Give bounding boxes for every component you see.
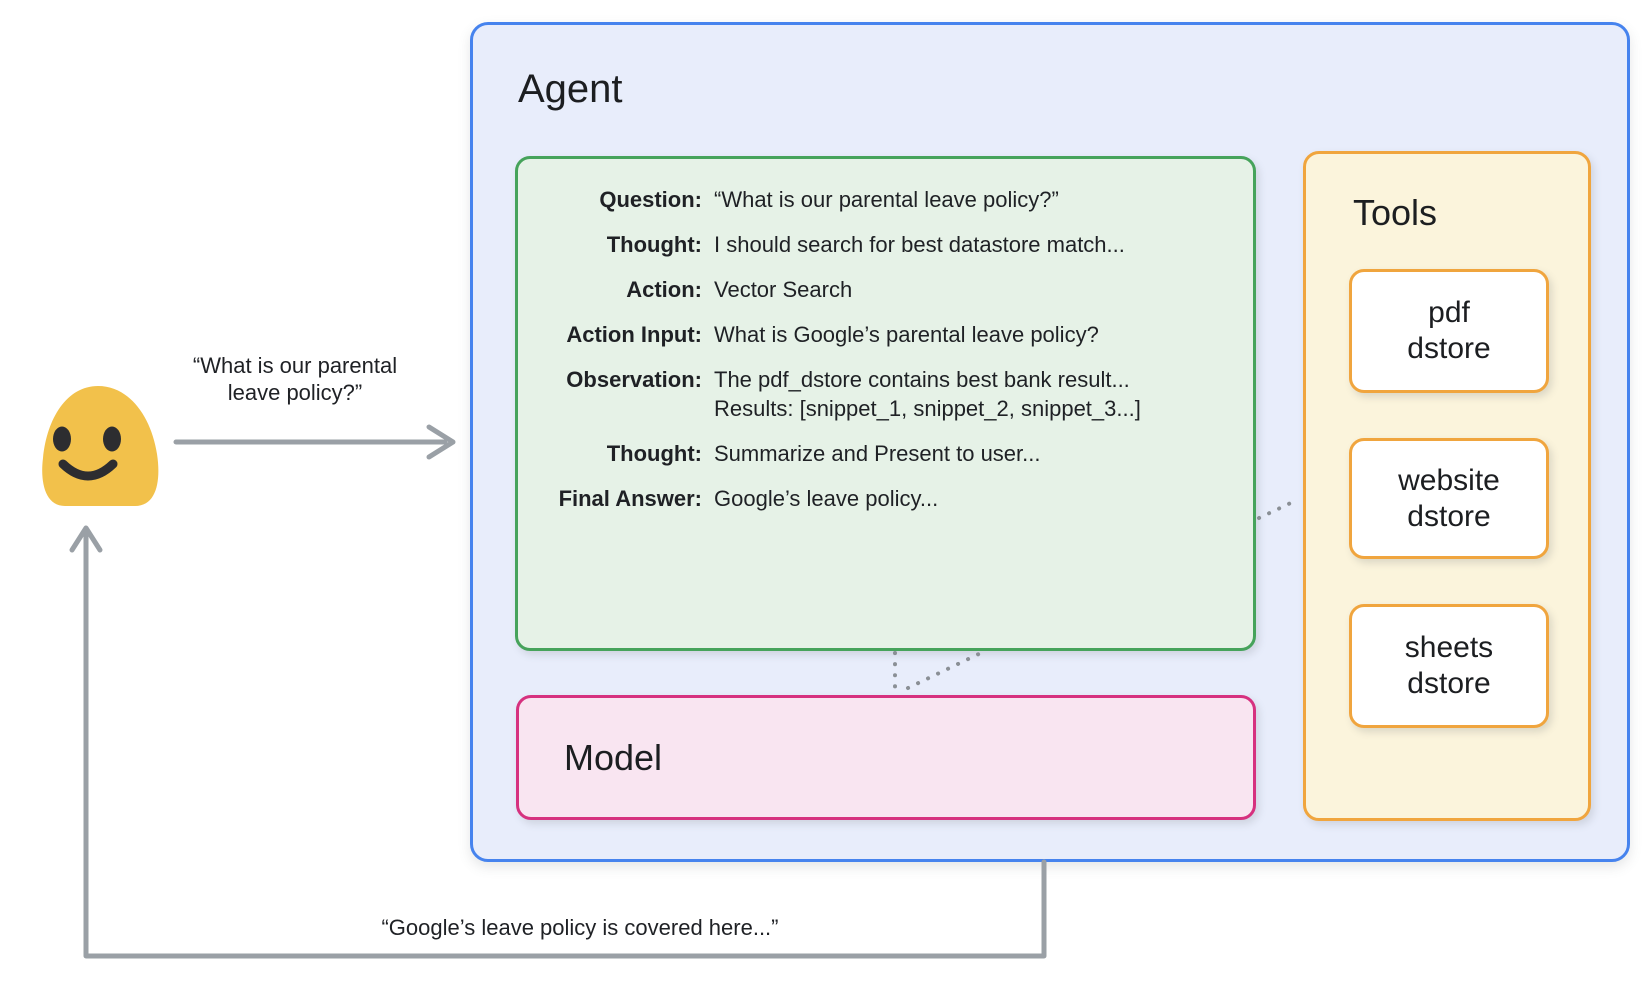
scratchpad-row-label: Action Input:	[566, 322, 702, 347]
scratchpad-row-label: Thought:	[606, 441, 702, 466]
scratchpad-row-label: Observation:	[566, 367, 702, 392]
scratchpad-grid: Question: “What is our parental leave po…	[518, 159, 1253, 513]
response-arrowhead-icon	[69, 525, 103, 553]
scratchpad-row-label: Thought:	[606, 232, 702, 257]
user-request-label: “What is our parental leave policy?”	[192, 353, 398, 405]
user-blob-emoji	[42, 386, 159, 506]
scratchpad-row-label: Action:	[626, 277, 702, 302]
agent-response-label: “Google’s leave policy is covered here..…	[381, 915, 779, 940]
tool-label-line: sheets	[1404, 631, 1494, 664]
scratchpad-row-value: “What is our parental leave policy?”	[714, 187, 1059, 212]
agent-box: Agent Question: “What is our parental le…	[470, 22, 1630, 862]
observation-line-1: The pdf_dstore contains best bank result…	[714, 367, 1130, 392]
tool-label-line: website	[1398, 463, 1500, 497]
request-arrowhead-icon	[426, 424, 456, 460]
tool-label-line: dstore	[1407, 332, 1491, 365]
scratchpad-row-value: I should search for best datastore match…	[714, 232, 1125, 257]
model-title: Model	[564, 736, 663, 778]
tools-title: Tools	[1353, 192, 1438, 233]
scratchpad-row-label: Question:	[599, 187, 702, 212]
tool-item-pdf-dstore: pdf dstore	[1349, 269, 1549, 393]
scratchpad-row-value: Vector Search	[714, 277, 853, 302]
scratchpad-row-value: Summarize and Present to user...	[714, 441, 1041, 466]
tool-item-website-dstore: website dstore	[1349, 438, 1549, 559]
smile-mouth-icon	[58, 459, 118, 481]
tool-label-line: pdf	[1428, 296, 1470, 329]
observation-line-2: Results: [snippet_1, snippet_2, snippet_…	[714, 396, 1141, 421]
tool-label-line: dstore	[1407, 667, 1491, 700]
agent-title: Agent	[518, 67, 623, 111]
eye-right-icon	[103, 426, 121, 452]
scratchpad-row-value: What is Google’s parental leave policy?	[714, 322, 1099, 347]
scratchpad-row-value: Google’s leave policy...	[714, 486, 939, 511]
eye-left-icon	[53, 426, 71, 452]
agent-scratchpad-box: Question: “What is our parental leave po…	[515, 156, 1256, 651]
scratchpad-row-value: The pdf_dstore contains best bank result…	[714, 365, 1235, 423]
tool-label-line: dstore	[1407, 499, 1491, 533]
scratchpad-row-label: Final Answer:	[558, 486, 702, 511]
tools-box: Tools pdf dstore website dstore sheets d…	[1303, 151, 1591, 821]
model-box: Model	[516, 695, 1256, 820]
tool-item-sheets-dstore: sheets dstore	[1349, 604, 1549, 728]
blob-body	[42, 386, 159, 506]
